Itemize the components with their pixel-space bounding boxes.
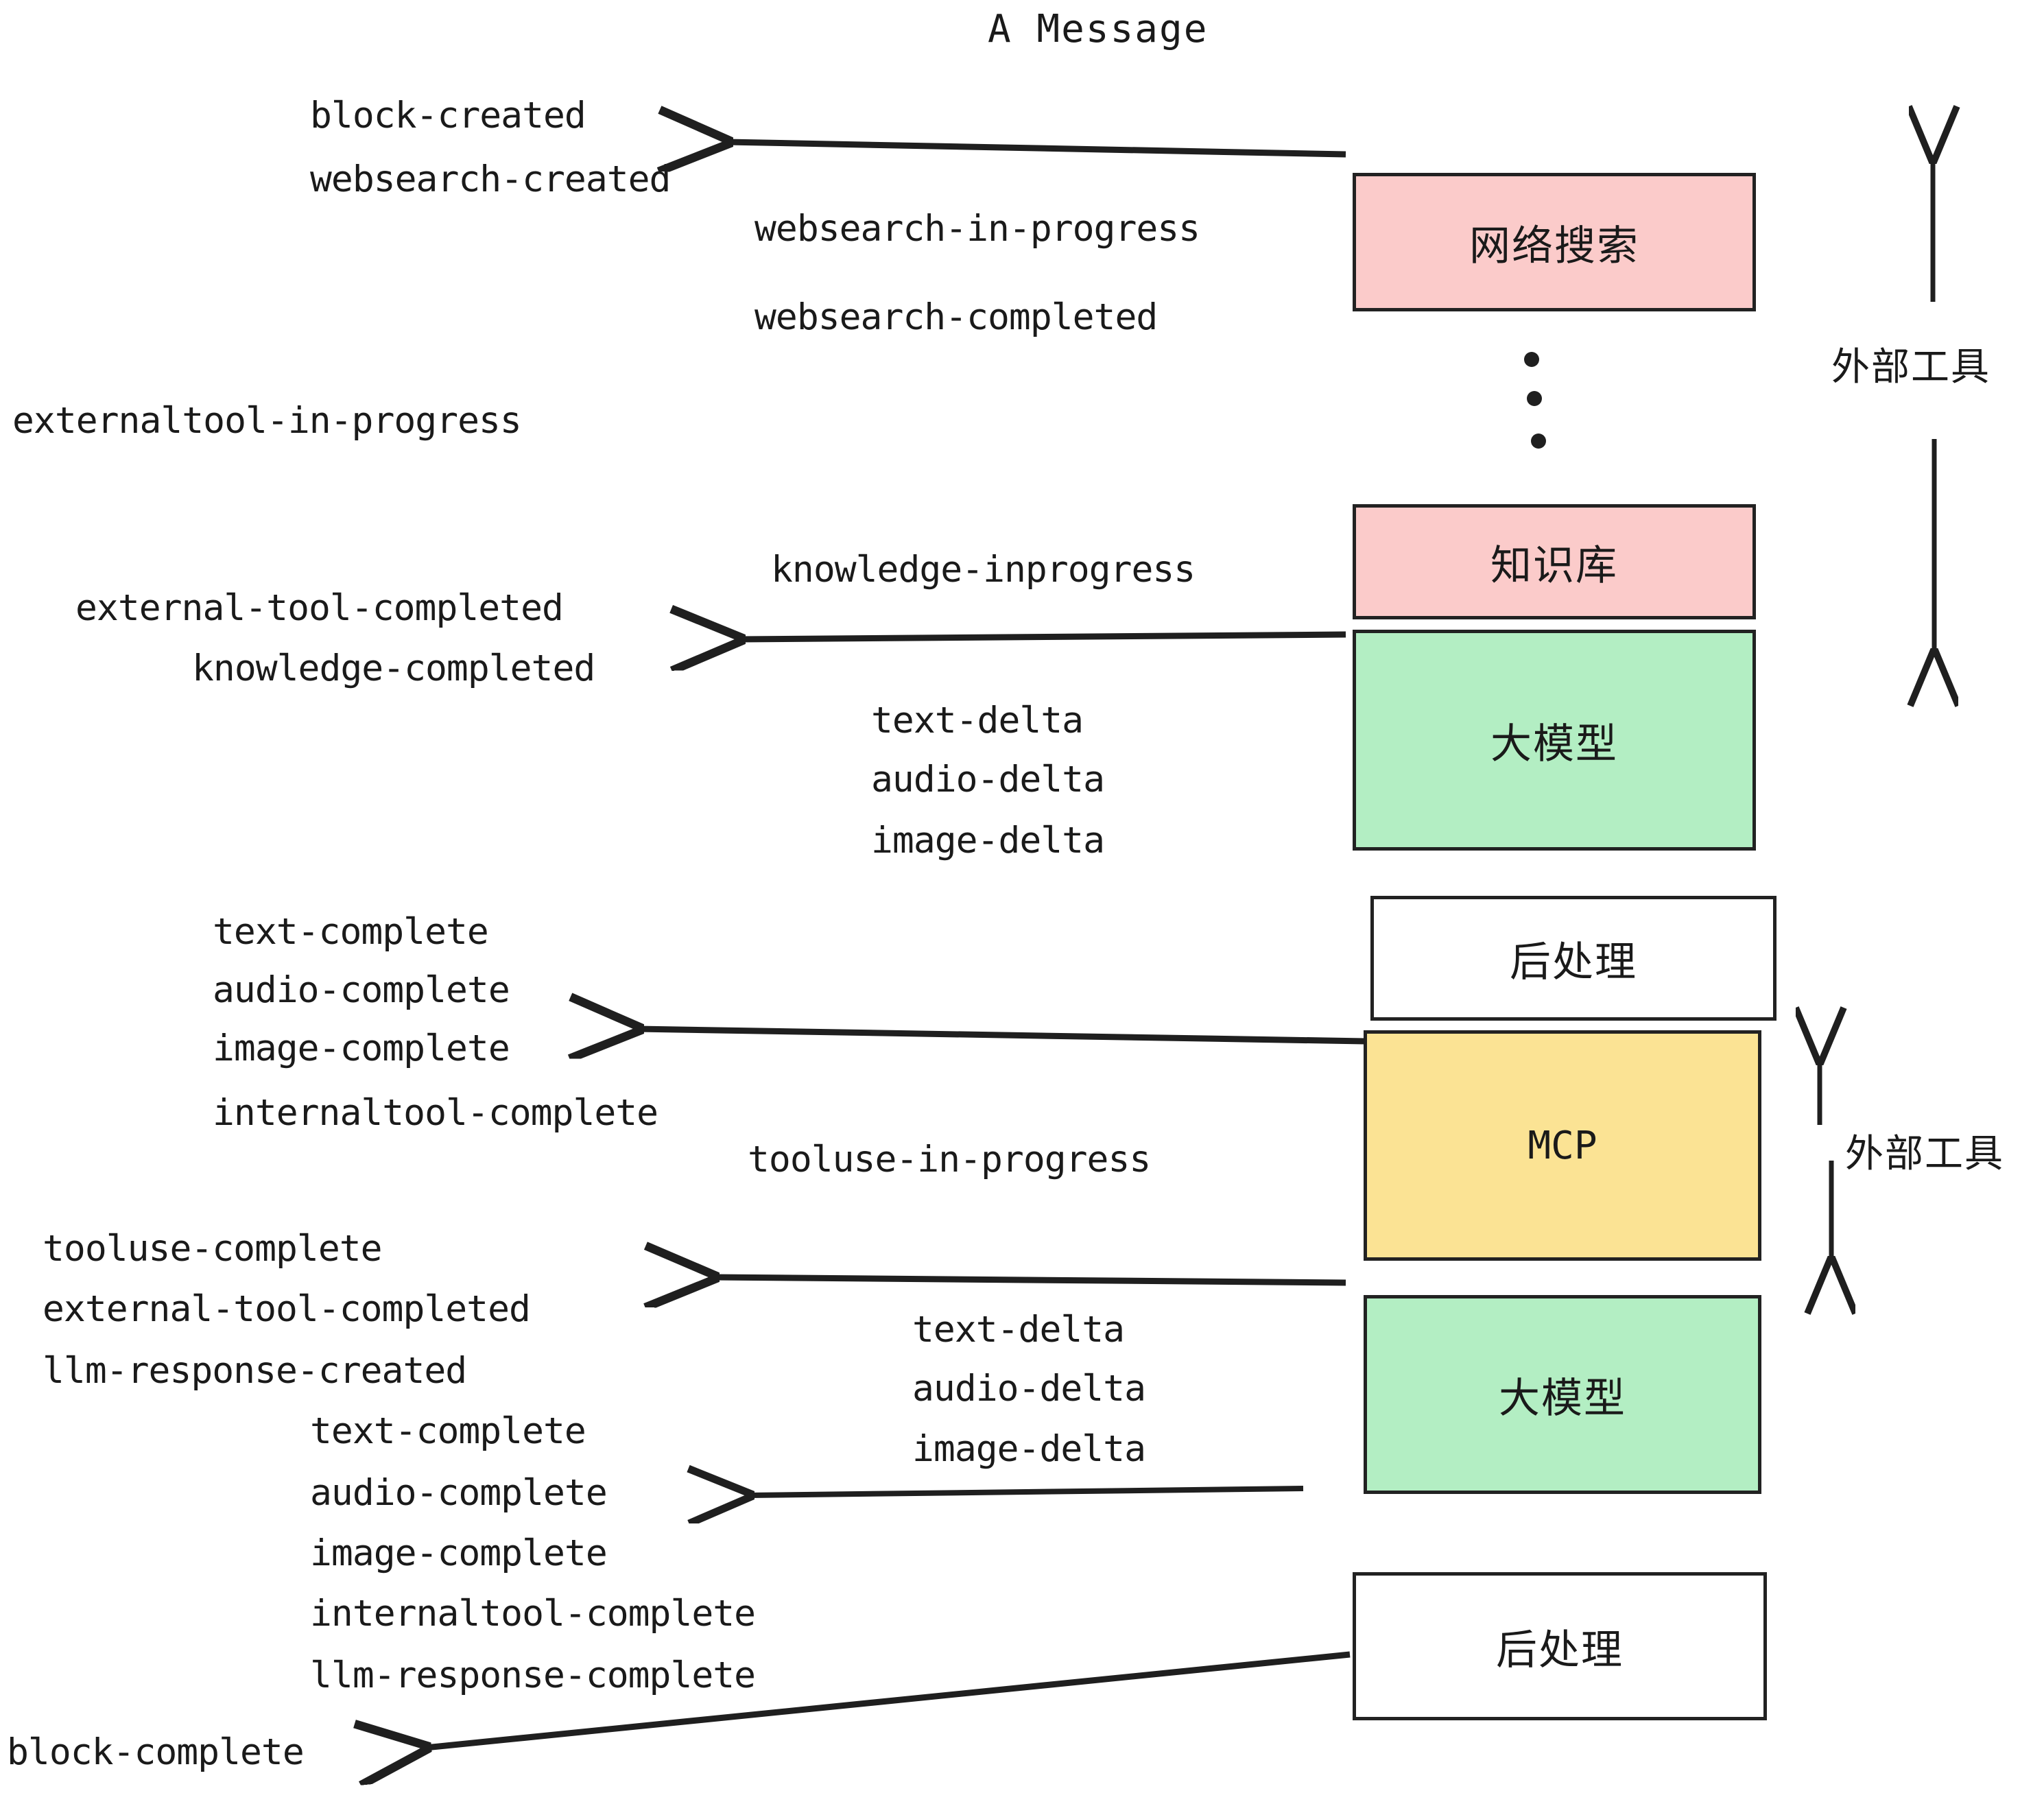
event-internaltool-complete-1: internaltool-complete [213,1092,658,1134]
event-externaltool-in-progress: externaltool-in-progress [12,400,522,442]
event-audio-complete-2: audio-complete [310,1472,608,1514]
arrow-llm2-to-audio-complete [749,1488,1304,1495]
event-external-tool-completed-2: external-tool-completed [43,1288,531,1330]
arrow-mcp-to-completed [713,1277,1346,1283]
event-audio-delta-1: audio-delta [871,759,1105,800]
page-title: A Message [988,7,1209,51]
node-postprocess-1-label: 后处理 [1510,938,1637,986]
event-websearch-created: websearch-created [310,158,671,200]
node-knowledge-label: 知识库 [1490,541,1618,590]
node-postprocess-2[interactable]: 后处理 [1353,1572,1767,1720]
node-llm-1-label: 大模型 [1490,720,1618,768]
node-postprocess-1[interactable]: 后处理 [1370,896,1776,1021]
event-image-delta-2: image-delta [912,1428,1146,1470]
annotation-external-tool-top: 外部工具 [1831,345,1990,390]
event-text-delta-2: text-delta [912,1309,1125,1351]
arrow-knowledge-to-completed [739,634,1346,639]
event-image-delta-1: image-delta [871,820,1105,862]
ellipsis-dot-2 [1527,391,1542,406]
event-text-delta-1: text-delta [871,700,1084,741]
arrow-postprocess1-to-complete [638,1029,1366,1041]
ellipsis-dot-1 [1524,352,1539,367]
node-llm-1[interactable]: 大模型 [1353,630,1756,851]
node-llm-2-label: 大模型 [1499,1374,1626,1423]
event-external-tool-completed-1: external-tool-completed [75,587,564,629]
node-knowledge[interactable]: 知识库 [1353,504,1756,619]
event-image-complete-2: image-complete [310,1532,608,1574]
event-tooluse-complete: tooluse-complete [43,1228,383,1270]
event-knowledge-completed: knowledge-completed [192,648,595,689]
event-block-created: block-created [310,95,586,137]
ellipsis-dot-3 [1531,434,1546,449]
node-websearch[interactable]: 网络搜索 [1353,173,1756,311]
event-text-complete-2: text-complete [310,1410,586,1452]
event-internaltool-complete-2: internaltool-complete [310,1593,756,1635]
event-tooluse-in-progress: tooluse-in-progress [748,1139,1151,1180]
node-postprocess-2-label: 后处理 [1496,1626,1624,1674]
event-llm-response-created: llm-response-created [43,1350,467,1392]
event-audio-complete-1: audio-complete [213,969,510,1011]
node-llm-2[interactable]: 大模型 [1364,1295,1761,1494]
node-mcp[interactable]: MCP [1364,1030,1761,1261]
event-knowledge-inprogress: knowledge-inprogress [771,549,1196,591]
event-block-complete: block-complete [7,1731,305,1773]
node-websearch-label: 网络搜索 [1469,222,1639,270]
event-text-complete-1: text-complete [213,911,489,953]
event-websearch-completed: websearch-completed [754,296,1158,338]
event-websearch-in-progress: websearch-in-progress [754,208,1200,250]
event-audio-delta-2: audio-delta [912,1368,1146,1410]
node-mcp-label: MCP [1528,1123,1597,1168]
arrow-websearch-to-created [727,142,1346,154]
event-llm-response-complete: llm-response-complete [310,1654,756,1696]
event-image-complete-1: image-complete [213,1028,510,1069]
annotation-external-tool-bottom: 外部工具 [1845,1132,2004,1176]
